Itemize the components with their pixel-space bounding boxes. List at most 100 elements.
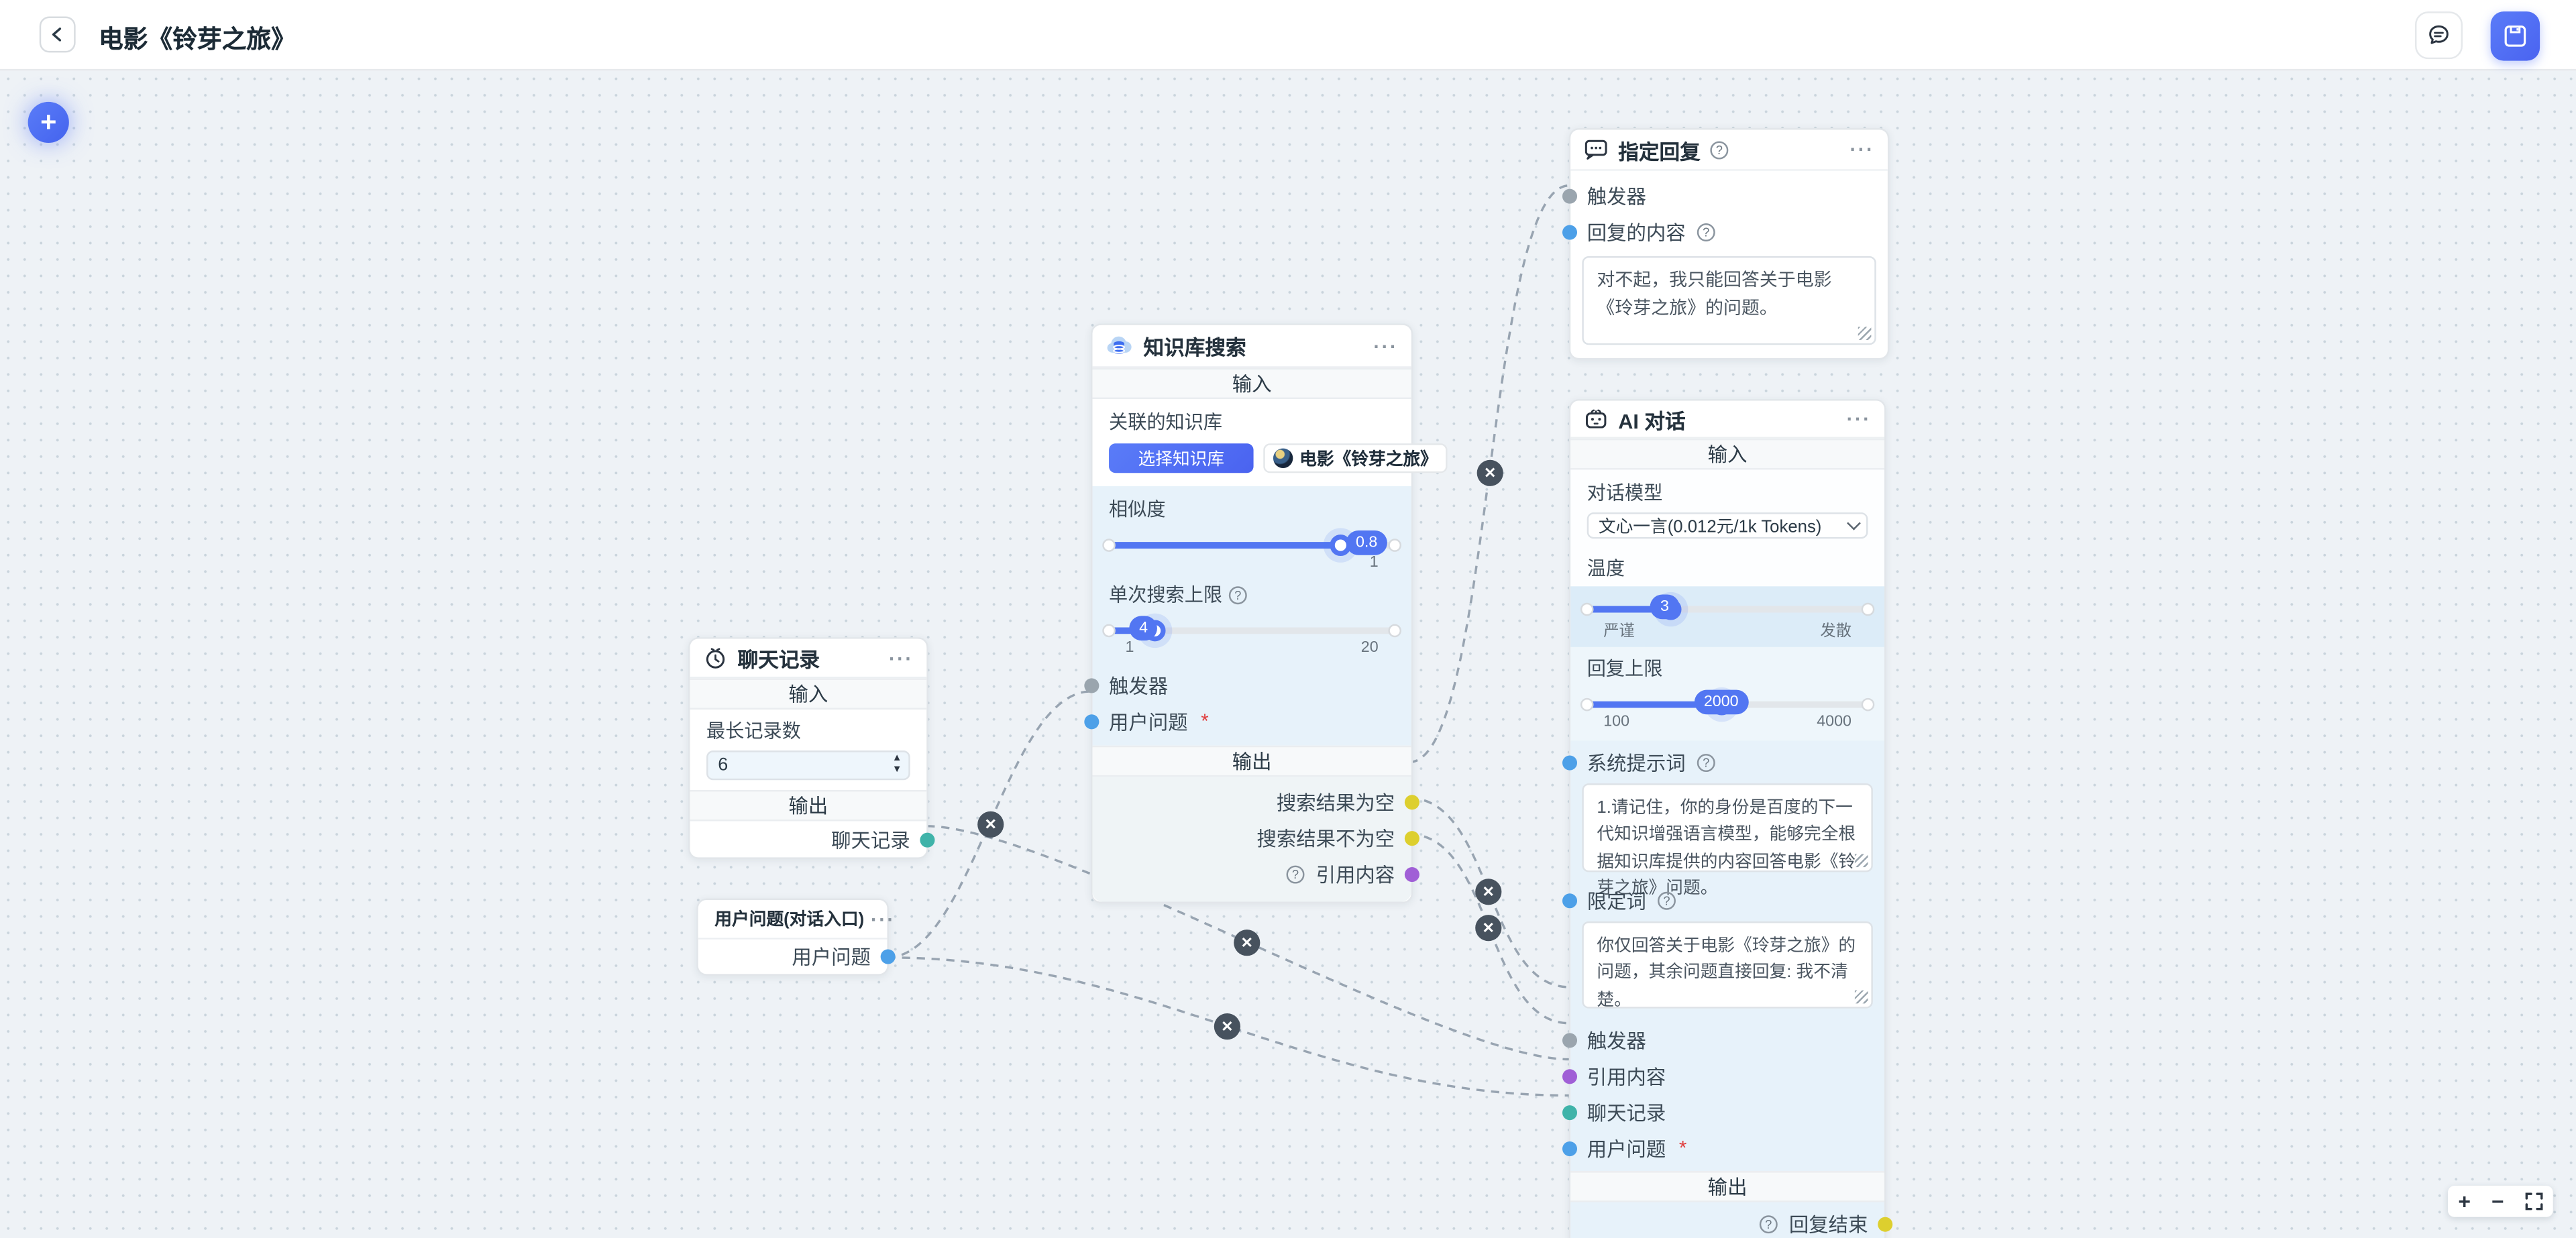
node-menu-button[interactable]: ···	[888, 646, 914, 669]
edge-delete-button[interactable]: ✕	[1475, 915, 1502, 942]
node-title: 聊天记录	[737, 649, 820, 672]
input-section-header: 输入	[1570, 438, 1884, 470]
kb-avatar	[1273, 448, 1293, 468]
node-menu-button[interactable]: ···	[1846, 407, 1872, 431]
similarity-slider[interactable]: 0.8 1	[1093, 530, 1411, 571]
fit-view-button[interactable]	[2524, 1192, 2542, 1211]
edge-delete-button[interactable]: ✕	[1475, 879, 1502, 905]
help-icon[interactable]: ?	[1759, 1215, 1778, 1233]
input-port-reply-content[interactable]	[1562, 224, 1578, 239]
save-icon	[2504, 25, 2526, 47]
node-header[interactable]: 用户问题(对话入口) ···	[698, 900, 894, 940]
help-icon[interactable]: ?	[1697, 752, 1715, 771]
help-icon[interactable]: ?	[1658, 891, 1676, 909]
node-title: AI 对话	[1618, 410, 1686, 433]
stepper-up-icon[interactable]: ▲	[892, 754, 902, 764]
edge-delete-button[interactable]: ✕	[1214, 1013, 1240, 1040]
back-button[interactable]	[39, 16, 76, 53]
port-label-chat-history: 聊天记录	[1587, 1101, 1666, 1125]
select-kb-button[interactable]: 选择知识库	[1109, 443, 1254, 473]
help-icon[interactable]: ?	[1710, 140, 1729, 159]
search-limit-value-badge: 4	[1129, 616, 1158, 641]
port-row: 聊天记录	[1562, 1094, 1884, 1130]
help-icon[interactable]: ?	[1228, 585, 1247, 604]
input-port-trigger[interactable]	[1084, 677, 1099, 693]
input-port-trigger[interactable]	[1562, 1032, 1578, 1048]
system-prompt-label: 系统提示词	[1587, 751, 1686, 775]
node-header[interactable]: 知识库搜索 ···	[1092, 325, 1411, 368]
add-node-button[interactable]: +	[28, 101, 69, 144]
node-menu-button[interactable]: ···	[1373, 334, 1399, 357]
kb-outputs-section: 搜索结果为空 搜索结果不为空 ? 引用内容	[1092, 777, 1419, 902]
port-label-reference: 引用内容	[1587, 1065, 1666, 1088]
model-section: 对话模型 文心一言(0.012元/1k Tokens)	[1570, 469, 1884, 546]
node-fixed-reply[interactable]: 指定回复 ? ··· 触发器 回复的内容 ? 对不起，我只能回答关于电影《玲芽之…	[1562, 128, 1890, 360]
port-label-reference: 引用内容	[1316, 862, 1395, 887]
input-port-trigger[interactable]	[1562, 188, 1578, 203]
node-user-question[interactable]: 用户问题(对话入口) ··· 用户问题	[696, 898, 896, 976]
edge-delete-button[interactable]: ✕	[1234, 930, 1260, 956]
help-icon[interactable]: ?	[1697, 222, 1715, 241]
node-menu-button[interactable]: ···	[870, 907, 896, 931]
qualifier-textarea[interactable]: 你仅回答关于电影《玲芽之旅》的问题，其余问题直接回复: 我不清楚。	[1582, 921, 1873, 1009]
qualifier-label: 限定词	[1587, 889, 1646, 913]
port-label-result-empty: 搜索结果为空	[1276, 791, 1395, 814]
system-prompt-textarea[interactable]: 1.请记住，你的身份是百度的下一代知识增强语言模型，能够完全根据知识库提供的内容…	[1582, 783, 1873, 978]
edge-delete-button[interactable]: ✕	[977, 811, 1004, 838]
max-records-label: 最长记录数	[706, 722, 801, 742]
temperature-slider[interactable]: 3 严谨发散	[1570, 594, 1884, 641]
port-row: 触发器	[1562, 177, 1888, 213]
output-port-result-empty[interactable]	[1404, 794, 1419, 809]
node-header[interactable]: 指定回复 ? ···	[1570, 129, 1888, 171]
input-port-reference[interactable]	[1562, 1068, 1578, 1084]
search-limit-label: 单次搜索上限	[1109, 586, 1223, 606]
port-label-result-not-empty: 搜索结果不为空	[1256, 827, 1395, 850]
port-label-user-question: 用户问题	[792, 946, 871, 969]
node-ai-chat[interactable]: AI 对话 ··· 输入 对话模型 文心一言(0.012元/1k Tokens)…	[1562, 399, 1893, 1238]
input-port-qualifier[interactable]	[1562, 893, 1578, 908]
stepper-down-icon[interactable]: ▼	[892, 765, 902, 775]
temperature-min-label: 严谨	[1603, 622, 1635, 641]
output-port-result-not-empty[interactable]	[1404, 830, 1419, 846]
output-port-reply-end[interactable]	[1878, 1216, 1893, 1231]
output-port-chat-history[interactable]	[920, 832, 935, 847]
input-port-chat-history[interactable]	[1562, 1104, 1578, 1119]
port-row: 引用内容	[1562, 1058, 1884, 1094]
zoom-out-button[interactable]: −	[2491, 1189, 2504, 1214]
kb-chip[interactable]: 电影《铃芽之旅》	[1263, 443, 1448, 473]
reply-content-textarea[interactable]: 对不起，我只能回答关于电影《玲芽之旅》的问题。	[1582, 256, 1876, 345]
input-section-header: 输入	[690, 678, 927, 710]
node-chat-history[interactable]: 聊天记录 ··· 输入 最长记录数 6 ▲ ▼ 输出 聊天记录	[688, 637, 935, 859]
node-kb-search[interactable]: 知识库搜索 ··· 输入 关联的知识库 选择知识库 电影《铃芽之旅》 相似度 0…	[1084, 323, 1448, 903]
output-section-header: 输出	[690, 789, 927, 822]
temperature-section: 3 严谨发散	[1570, 586, 1884, 647]
node-menu-button[interactable]: ···	[1849, 137, 1875, 162]
number-stepper[interactable]: ▲ ▼	[892, 754, 902, 777]
input-port-system-prompt[interactable]	[1562, 754, 1578, 770]
edge-kbnotempty-to-aichat	[1409, 797, 1569, 989]
output-port-user-question[interactable]	[880, 949, 896, 964]
zoom-in-button[interactable]: +	[2458, 1189, 2471, 1214]
canvas-zoom-toolbar: + −	[2447, 1186, 2553, 1217]
input-port-user-question[interactable]	[1084, 714, 1099, 729]
port-label-trigger: 触发器	[1587, 184, 1646, 208]
kb-chip-label: 电影《铃芽之旅》	[1299, 449, 1438, 469]
save-button[interactable]	[2490, 11, 2540, 61]
node-header[interactable]: AI 对话 ···	[1570, 400, 1884, 439]
input-port-user-question[interactable]	[1562, 1140, 1578, 1156]
output-port-reference[interactable]	[1404, 866, 1419, 881]
port-row: 触发器	[1562, 1021, 1884, 1058]
model-select[interactable]: 文心一言(0.012元/1k Tokens)	[1587, 512, 1868, 539]
comment-button[interactable]	[2415, 11, 2463, 60]
port-label-reply-end: 回复结束	[1788, 1213, 1868, 1236]
prompts-section: 系统提示词 ? 1.请记住，你的身份是百度的下一代知识增强语言模型，能够完全根据…	[1562, 740, 1884, 1172]
node-header[interactable]: 聊天记录 ···	[690, 638, 927, 679]
help-icon[interactable]: ?	[1286, 864, 1305, 883]
port-row: ? 引用内容	[1093, 856, 1419, 892]
max-records-input[interactable]: 6 ▲ ▼	[706, 750, 910, 781]
edge-delete-button[interactable]: ✕	[1477, 459, 1503, 486]
